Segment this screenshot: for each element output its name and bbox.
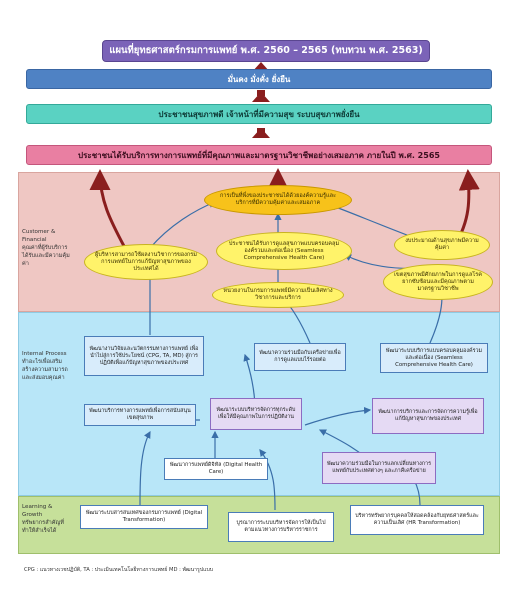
internal-node-research: พัฒนางานวิจัยและนวัตกรรมทางการแพทย์ เพื่… [84, 336, 204, 376]
internal-node-support-region: พัฒนาบริการทางการแพทย์เพื่อการสนับสนุนเข… [84, 404, 196, 426]
internal-node-digital-health: พัฒนาการแพทย์ดิจิทัล (Digital Health Car… [164, 458, 268, 480]
vision-bar-1: มั่นคง มั่งคั่ง ยั่งยืน [26, 69, 492, 89]
customer-node-right-bottom: เขตสุขภาพมีศักยภาพในการดูแลโรคยากซับซ้อน… [383, 264, 493, 300]
learning-zone-title: Learning & Growth [22, 504, 53, 518]
internal-zone-title: Internal Process [22, 351, 67, 357]
learning-zone-subtitle: ทรัพยากรสำคัญที่ทำให้สำเร็จได้ [22, 520, 64, 534]
learning-zone-label: Learning & Growth ทรัพยากรสำคัญที่ทำให้ส… [22, 503, 72, 535]
customer-zone-label: Customer & Financial คุณค่าที่ผู้รับบริก… [22, 228, 72, 268]
strategy-map-title: แผนที่ยุทธศาสตร์กรมการแพทย์ พ.ศ. 2560 – … [102, 40, 430, 62]
internal-zone-label: Internal Process ทำอะไรเพื่อเสริมสร้างคว… [22, 350, 72, 382]
internal-node-cooperation: พัฒนาความร่วมมือในการแลกเปลี่ยนทางการแพท… [322, 452, 436, 484]
learning-node-hr-transformation: บริหารทรัพยากรบุคคลให้สอดคล้องกับยุทธศาส… [350, 505, 484, 535]
customer-node-center: ประชาชนได้รับการดูแลสุขภาพแบบครอบคลุมองค… [216, 232, 352, 270]
internal-zone-subtitle: ทำอะไรเพื่อเสริมสร้างความสามารถและส่งมอบ… [22, 359, 68, 381]
footnote: CPG : แนวทางเวชปฏิบัติ, TA : ประเมินเทคโ… [24, 567, 214, 573]
internal-node-seamless-care: พัฒนาระบบบริการแบบครอบคลุมองค์รวมและต่อเ… [380, 343, 488, 373]
customer-node-left: ผู้บริหารสามารถใช้ผลงานวิชาการของกรมการแ… [84, 244, 208, 280]
learning-node-digital-transformation: พัฒนาระบบสารสนเทศของกรมการแพทย์ (Digital… [80, 505, 208, 529]
learning-node-integrated-management: บูรณาการระบบบริหารจัดการให้เป็นไปตามแนวท… [228, 512, 334, 542]
outcome-arrow-left [89, 169, 127, 249]
arrow-up-icon [252, 128, 270, 138]
internal-node-knowledge: พัฒนาการบริการและการจัดการความรู้เพื่อแก… [372, 398, 484, 434]
customer-zone-subtitle: คุณค่าที่ผู้รับบริการได้รับและมีความคุ้ม… [22, 245, 70, 267]
customer-zone-title: Customer & Financial [22, 229, 56, 243]
vision-bar-2: ประชาชนสุขภาพดี เจ้าหน้าที่มีความสุข ระบ… [26, 104, 492, 124]
internal-node-management: พัฒนาระบบบริหารจัดการทุกระดับ เพื่อให้มี… [210, 398, 302, 430]
internal-node-network: พัฒนาความร่วมมือกับเครือข่ายเพื่อการดูแล… [254, 343, 346, 371]
vision-bar-3: ประชาชนได้รับบริการทางการแพทย์ที่มีคุณภา… [26, 145, 492, 165]
customer-node-main: การเป็นที่พึ่งของประชาชนได้ด้วยองค์ความร… [204, 185, 352, 215]
customer-node-right-top: งบประมาณด้านสุขภาพมีความคุ้มค่า [394, 230, 490, 260]
arrow-up-icon [252, 62, 270, 72]
arrow-up-icon [252, 92, 270, 102]
customer-node-bottom: หน่วยงานในกรมการแพทย์มีความเป็นเลิศทางวิ… [212, 282, 344, 308]
